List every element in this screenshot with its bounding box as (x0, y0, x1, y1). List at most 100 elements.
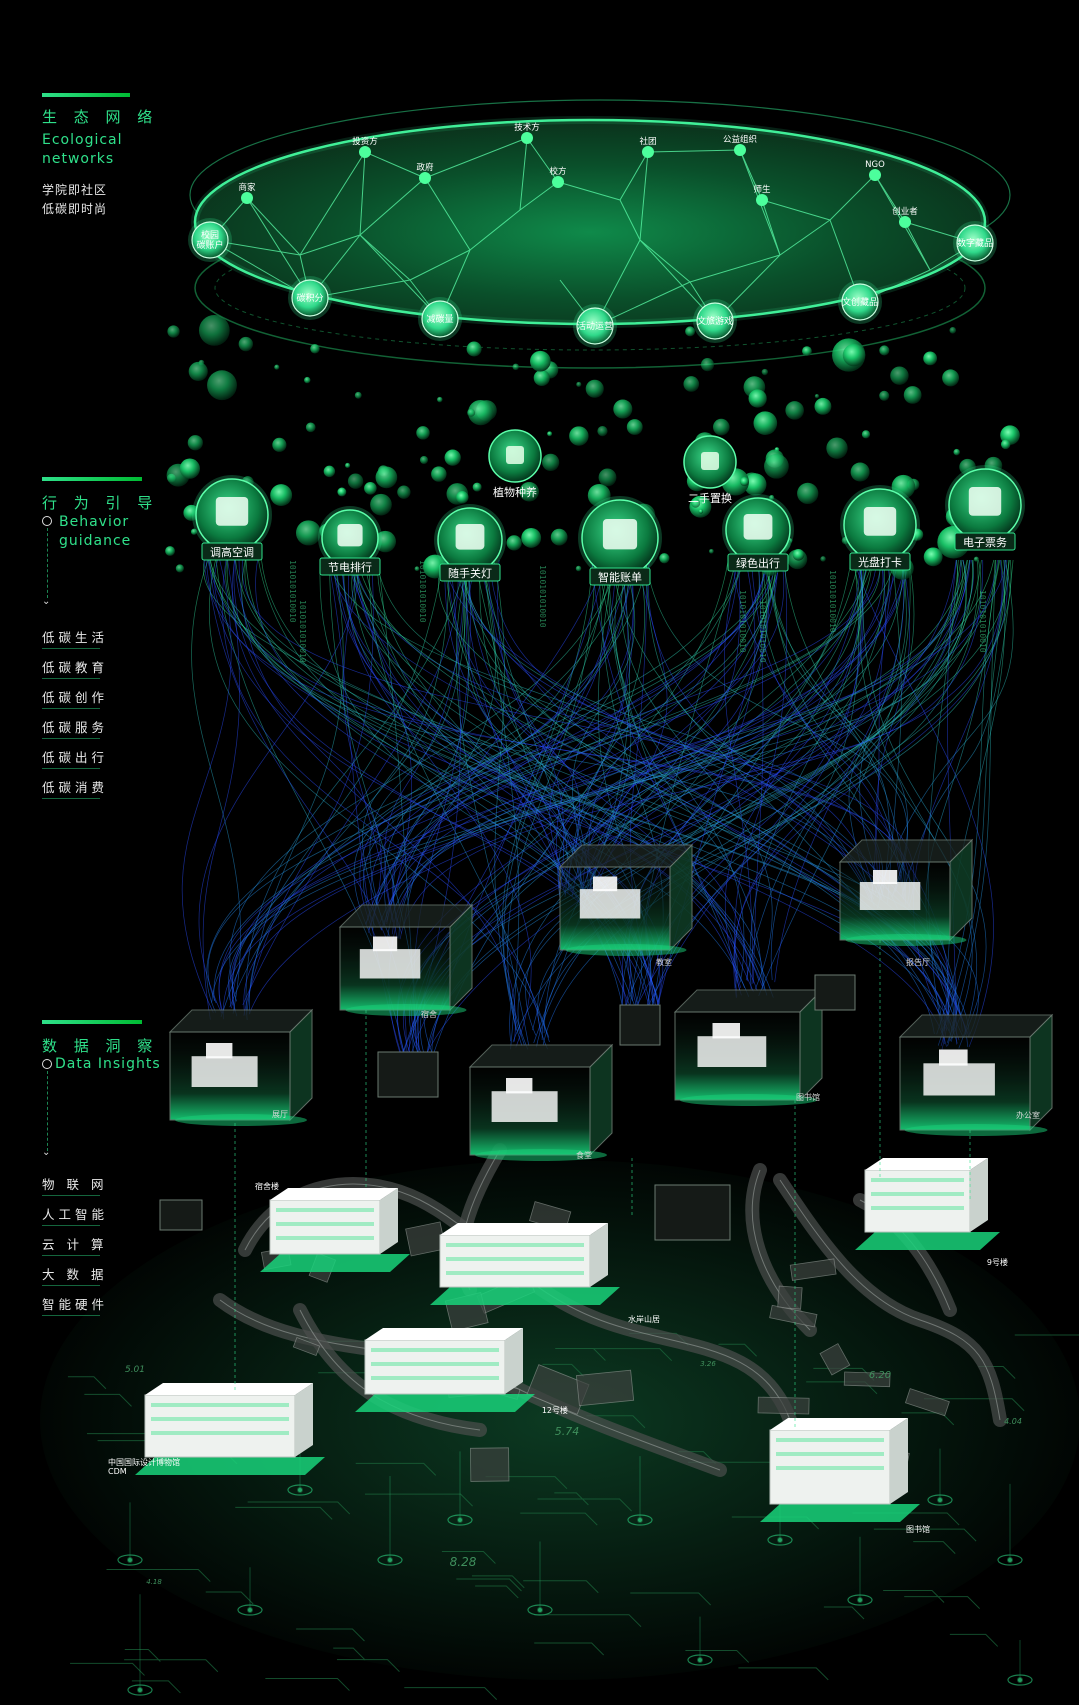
network-edge (761, 199, 831, 221)
room-top (168, 1009, 314, 1033)
binary-stream: 1010101010010 (738, 590, 747, 653)
room-label: 展厅 (272, 1110, 288, 1119)
behavior-main-label: 电子票务 (963, 536, 1007, 549)
eco-section-bar (42, 93, 130, 97)
network-edge (526, 137, 559, 183)
network-edge (364, 151, 426, 179)
circuit-trace (247, 1501, 351, 1515)
behavior-section-en: Behavior guidance (59, 514, 132, 549)
fiber-line (543, 559, 778, 1034)
behavior-label-tag (201, 542, 263, 561)
bubble (764, 453, 789, 479)
room-top (468, 1044, 614, 1068)
network-hub-node (421, 300, 459, 338)
behavior-main-label: 智能账单 (598, 570, 642, 584)
fiber-line (249, 559, 633, 1014)
fiber-line (870, 559, 897, 902)
fiber-line (533, 559, 630, 1043)
behavior-label-tag (849, 552, 911, 571)
building-base (855, 1232, 1000, 1250)
network-edge (519, 181, 559, 211)
room-side (669, 843, 693, 952)
circuit-trace (718, 1343, 757, 1357)
behavior-main-label: 调高空调 (210, 545, 254, 559)
network-edge (299, 234, 361, 256)
room-furniture (191, 1056, 258, 1087)
circuit-trace (296, 1628, 365, 1642)
bubble (820, 556, 826, 562)
bubble (370, 493, 392, 516)
building-windows (871, 1192, 964, 1196)
fiber-line (584, 559, 632, 896)
fiber-line (231, 559, 767, 1006)
behavior-main-label: 光盘打卡 (858, 555, 902, 569)
network-edge (647, 149, 741, 153)
building-windows (446, 1243, 584, 1247)
bubble (364, 482, 377, 495)
circuit-trace (124, 1659, 219, 1673)
room-top (838, 839, 974, 863)
network-edge (469, 209, 521, 251)
behavior-phone-icon (968, 487, 1002, 516)
network-edge (359, 234, 441, 320)
behavior-item: 低碳服务 (42, 717, 108, 739)
circuit-trace (84, 1393, 132, 1407)
room-floor-glow (679, 1094, 818, 1106)
behavior-dashed-line (47, 528, 48, 598)
room-fixture (593, 876, 618, 892)
sensor-ring (287, 1484, 313, 1496)
fiber-line (535, 559, 864, 1048)
bubble (190, 528, 198, 535)
building-12 (355, 1328, 535, 1412)
circuit-trace (404, 1687, 498, 1700)
bubble (953, 448, 960, 456)
behavior-label-tag (319, 557, 381, 576)
bubble (419, 455, 429, 465)
fiber-line (584, 559, 741, 884)
fiber-line (614, 559, 745, 983)
bubble (444, 449, 461, 466)
network-edge (246, 197, 301, 256)
circuit-trace (520, 1512, 598, 1526)
bubble (973, 556, 979, 562)
circuit-trace (586, 1415, 646, 1429)
bubble (683, 376, 700, 392)
campus-block (292, 1336, 321, 1357)
campus-block (777, 1285, 803, 1310)
fiber-line (455, 559, 530, 1046)
bubble (337, 487, 347, 497)
eco-sub-1: 学院即社区 (42, 183, 108, 197)
bubble (165, 546, 175, 556)
fiber-line (327, 559, 899, 909)
fiber-line (466, 559, 581, 889)
room-furniture (491, 1091, 558, 1122)
network-edge (359, 234, 411, 281)
fiber-line (597, 559, 745, 989)
fiber-line (764, 559, 890, 900)
bubble (712, 418, 730, 436)
behavior-phone-icon (215, 497, 249, 526)
room-side (1029, 1013, 1053, 1132)
building-base (260, 1254, 410, 1272)
fiber-line (647, 559, 947, 1031)
fiber-line (220, 559, 444, 1018)
map-value-label: 6.20 (869, 1370, 891, 1381)
network-node-dot (359, 146, 371, 158)
fiber-line (753, 559, 764, 984)
fiber-line (507, 559, 596, 1031)
fiber-line (202, 559, 240, 1020)
fiber-line (208, 559, 958, 1044)
empty-cube-face (654, 1184, 731, 1241)
sensor-ring (627, 1514, 653, 1526)
fiber-line (258, 559, 750, 997)
room-floor-glow (845, 934, 967, 946)
fiber-line (749, 559, 861, 990)
behavior-item: 低碳创作 (42, 687, 108, 709)
building-windows (776, 1452, 884, 1456)
empty-cube (654, 1184, 731, 1241)
fiber-line (937, 559, 1010, 1046)
bubble (923, 547, 943, 567)
network-edge (359, 151, 366, 236)
bubble (270, 484, 293, 507)
